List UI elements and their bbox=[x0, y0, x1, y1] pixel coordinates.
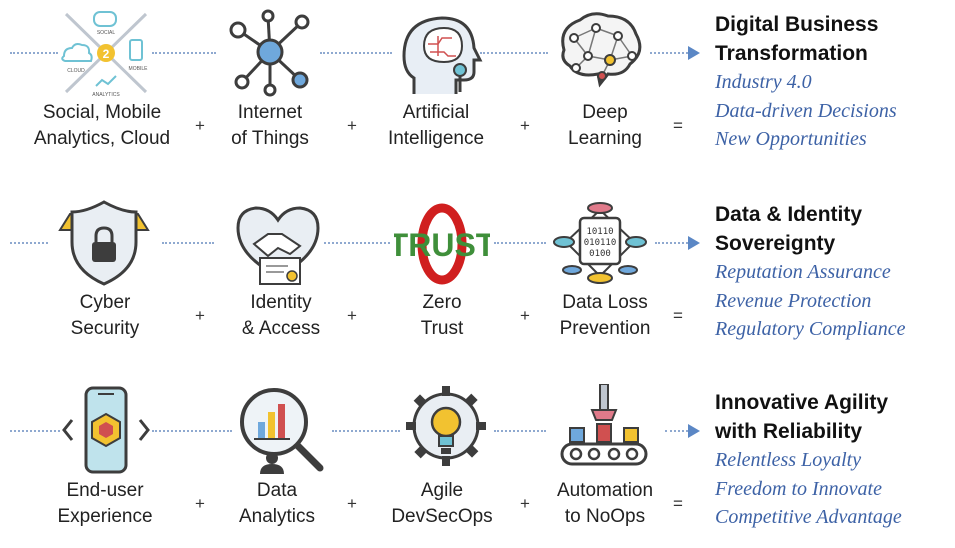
robot-arm-conveyor-icon bbox=[556, 384, 652, 476]
result-item: Competitive Advantage bbox=[715, 506, 902, 528]
plus-operator: + bbox=[195, 494, 205, 513]
database-network-icon: 10110 010110 0100 bbox=[552, 196, 648, 288]
arrow-head-icon bbox=[688, 236, 700, 250]
item-label: Artificial Intelligence bbox=[387, 102, 485, 149]
equals-operator: = bbox=[673, 494, 683, 513]
dotted-connector bbox=[152, 430, 232, 432]
shield-lock-icon bbox=[56, 196, 152, 288]
dotted-connector bbox=[480, 52, 548, 54]
plus-operator: + bbox=[347, 494, 357, 513]
result-item: Reputation Assurance bbox=[715, 261, 891, 283]
svg-text:010110: 010110 bbox=[584, 238, 617, 248]
result-block: Digital Business Transformation Industry… bbox=[715, 10, 955, 154]
smartphone-cube-icon bbox=[58, 384, 154, 476]
svg-text:ANALYTICS: ANALYTICS bbox=[92, 92, 120, 98]
result-item: Relentless Loyalty bbox=[715, 449, 862, 471]
result-item: Revenue Protection bbox=[715, 289, 872, 312]
plus-operator: + bbox=[195, 116, 205, 135]
result-item: Regulatory Compliance bbox=[715, 318, 906, 340]
plus-operator: + bbox=[347, 116, 357, 135]
dotted-connector bbox=[152, 52, 216, 54]
equals-operator: = bbox=[673, 306, 683, 325]
plus-operator: + bbox=[520, 116, 530, 135]
item-label: Internet of Things bbox=[231, 102, 309, 149]
plus-operator: + bbox=[347, 306, 357, 325]
zero-trust-icon: TRUST bbox=[394, 196, 490, 288]
result-block: Innovative Agility with Reliability Rele… bbox=[715, 388, 955, 532]
lightbulb-gear-icon bbox=[398, 384, 494, 476]
dotted-connector bbox=[655, 242, 688, 244]
equals-operator: = bbox=[673, 116, 683, 135]
plus-operator: + bbox=[520, 494, 530, 513]
result-title: Digital Business Transformation bbox=[715, 13, 879, 65]
magnifier-chart-icon bbox=[232, 384, 328, 476]
result-item: Data-driven Decisions bbox=[715, 99, 897, 122]
result-item: Industry 4.0 bbox=[715, 71, 812, 93]
handshake-certificate-icon bbox=[230, 196, 326, 288]
ai-head-icon bbox=[394, 6, 490, 98]
item-label: Identity & Access bbox=[241, 292, 321, 339]
row-innovative-agility: End-user Experience + Data Analytics + bbox=[0, 378, 955, 548]
dotted-connector bbox=[162, 242, 214, 244]
result-title: Data & Identity Sovereignty bbox=[715, 203, 863, 255]
dotted-connector bbox=[320, 52, 392, 54]
svg-text:10110: 10110 bbox=[586, 227, 613, 237]
item-label: Deep Learning bbox=[568, 102, 642, 149]
svg-text:2: 2 bbox=[103, 47, 110, 61]
plus-operator: + bbox=[195, 306, 205, 325]
item-label: Agile DevSecOps bbox=[391, 480, 493, 527]
dotted-connector bbox=[10, 52, 58, 54]
item-label: Social, Mobile Analytics, Cloud bbox=[33, 102, 171, 149]
dotted-connector bbox=[650, 52, 688, 54]
svg-text:TRUST: TRUST bbox=[394, 227, 490, 263]
item-label: Data Loss Prevention bbox=[559, 292, 651, 339]
item-label: Data Analytics bbox=[238, 480, 316, 527]
dotted-connector bbox=[10, 242, 48, 244]
row-data-identity: Cyber Security + Identity & Access + TRU… bbox=[0, 190, 955, 360]
arrow-head-icon bbox=[688, 46, 700, 60]
row-digital-business: 2 SOCIAL CLOUD MOBILE ANALYTICS Social, … bbox=[0, 0, 955, 170]
svg-text:0100: 0100 bbox=[589, 249, 611, 259]
result-item: New Opportunities bbox=[715, 128, 867, 150]
svg-text:CLOUD: CLOUD bbox=[67, 68, 85, 74]
item-label: Zero Trust bbox=[420, 292, 464, 339]
item-label: End-user Experience bbox=[57, 480, 153, 527]
dotted-connector bbox=[665, 430, 688, 432]
svg-text:MOBILE: MOBILE bbox=[129, 66, 149, 72]
item-label: Cyber Security bbox=[70, 292, 140, 339]
item-label: Automation to NoOps bbox=[556, 480, 654, 527]
dotted-connector bbox=[494, 430, 546, 432]
result-block: Data & Identity Sovereignty Reputation A… bbox=[715, 200, 955, 344]
plus-operator: + bbox=[520, 306, 530, 325]
dotted-connector bbox=[332, 430, 400, 432]
iot-network-icon bbox=[222, 6, 318, 98]
dotted-connector bbox=[324, 242, 390, 244]
arrow-head-icon bbox=[688, 424, 700, 438]
svg-text:SOCIAL: SOCIAL bbox=[97, 30, 116, 36]
smac-icon: 2 SOCIAL CLOUD MOBILE ANALYTICS bbox=[58, 6, 154, 98]
result-item: Freedom to Innovate bbox=[715, 477, 882, 500]
dotted-connector bbox=[10, 430, 60, 432]
neural-brain-icon bbox=[552, 6, 648, 98]
result-title: Innovative Agility with Reliability bbox=[715, 391, 889, 443]
dotted-connector bbox=[494, 242, 546, 244]
